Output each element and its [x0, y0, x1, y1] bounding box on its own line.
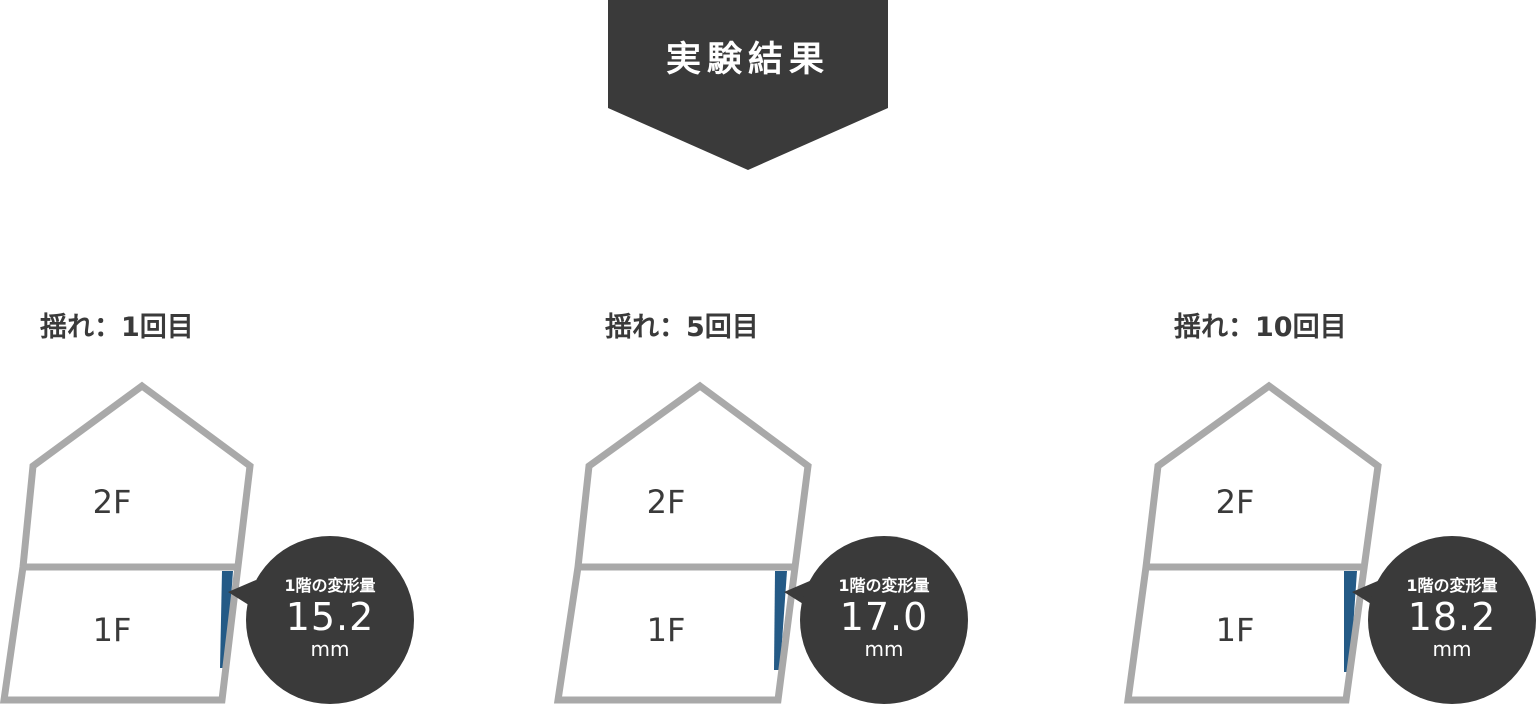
banner-title: 実験結果	[665, 40, 830, 80]
floor-label-lower: 1F	[1215, 611, 1255, 649]
result-panel-2: 揺れ：5回目 2F 1F 1階の変形量 17.0 mm	[554, 0, 974, 705]
deformation-value: 17.0	[839, 595, 929, 639]
deformation-unit: mm	[864, 637, 904, 661]
callout-text: 1階の変形量 17.0 mm	[800, 576, 968, 660]
callout-text: 1階の変形量 18.2 mm	[1368, 576, 1536, 660]
house-outline	[0, 381, 254, 704]
deformation-indicator	[220, 571, 233, 668]
panel-title: 揺れ：5回目	[605, 312, 759, 343]
house-diagram	[554, 381, 812, 704]
floor-label-lower: 1F	[92, 611, 132, 649]
deformation-unit: mm	[310, 637, 350, 661]
result-banner: 実験結果	[608, 0, 888, 170]
deformation-value: 15.2	[285, 595, 375, 639]
callout-bubble	[784, 536, 968, 704]
house-diagram	[1123, 381, 1382, 704]
callout-text: 1階の変形量 15.2 mm	[246, 576, 414, 660]
result-panel-3: 揺れ：10回目 2F 1F 1階の変形量 18.2 mm	[1118, 0, 1538, 705]
house-outline	[554, 381, 812, 704]
panel-title: 揺れ：1回目	[40, 312, 194, 343]
result-panel-1: 揺れ：1回目 2F 1F 1階の変形量 15.2 mm	[0, 0, 420, 705]
callout-bubble	[228, 536, 414, 704]
deformation-caption: 1階の変形量	[284, 576, 376, 595]
floor-label-upper: 2F	[92, 483, 132, 521]
deformation-indicator	[774, 571, 787, 670]
panel-title: 揺れ：10回目	[1174, 312, 1347, 343]
floor-label-upper: 2F	[646, 483, 686, 521]
deformation-unit: mm	[1432, 637, 1472, 661]
callout-bubble	[1352, 536, 1536, 704]
deformation-value: 18.2	[1407, 595, 1497, 639]
deformation-caption: 1階の変形量	[838, 576, 930, 595]
house-outline	[1123, 381, 1382, 704]
deformation-caption: 1階の変形量	[1406, 576, 1498, 595]
floor-label-upper: 2F	[1215, 483, 1255, 521]
floor-label-lower: 1F	[646, 611, 686, 649]
banner-arrow-shape	[608, 0, 888, 170]
deformation-indicator	[1344, 571, 1357, 672]
house-diagram	[0, 381, 254, 704]
